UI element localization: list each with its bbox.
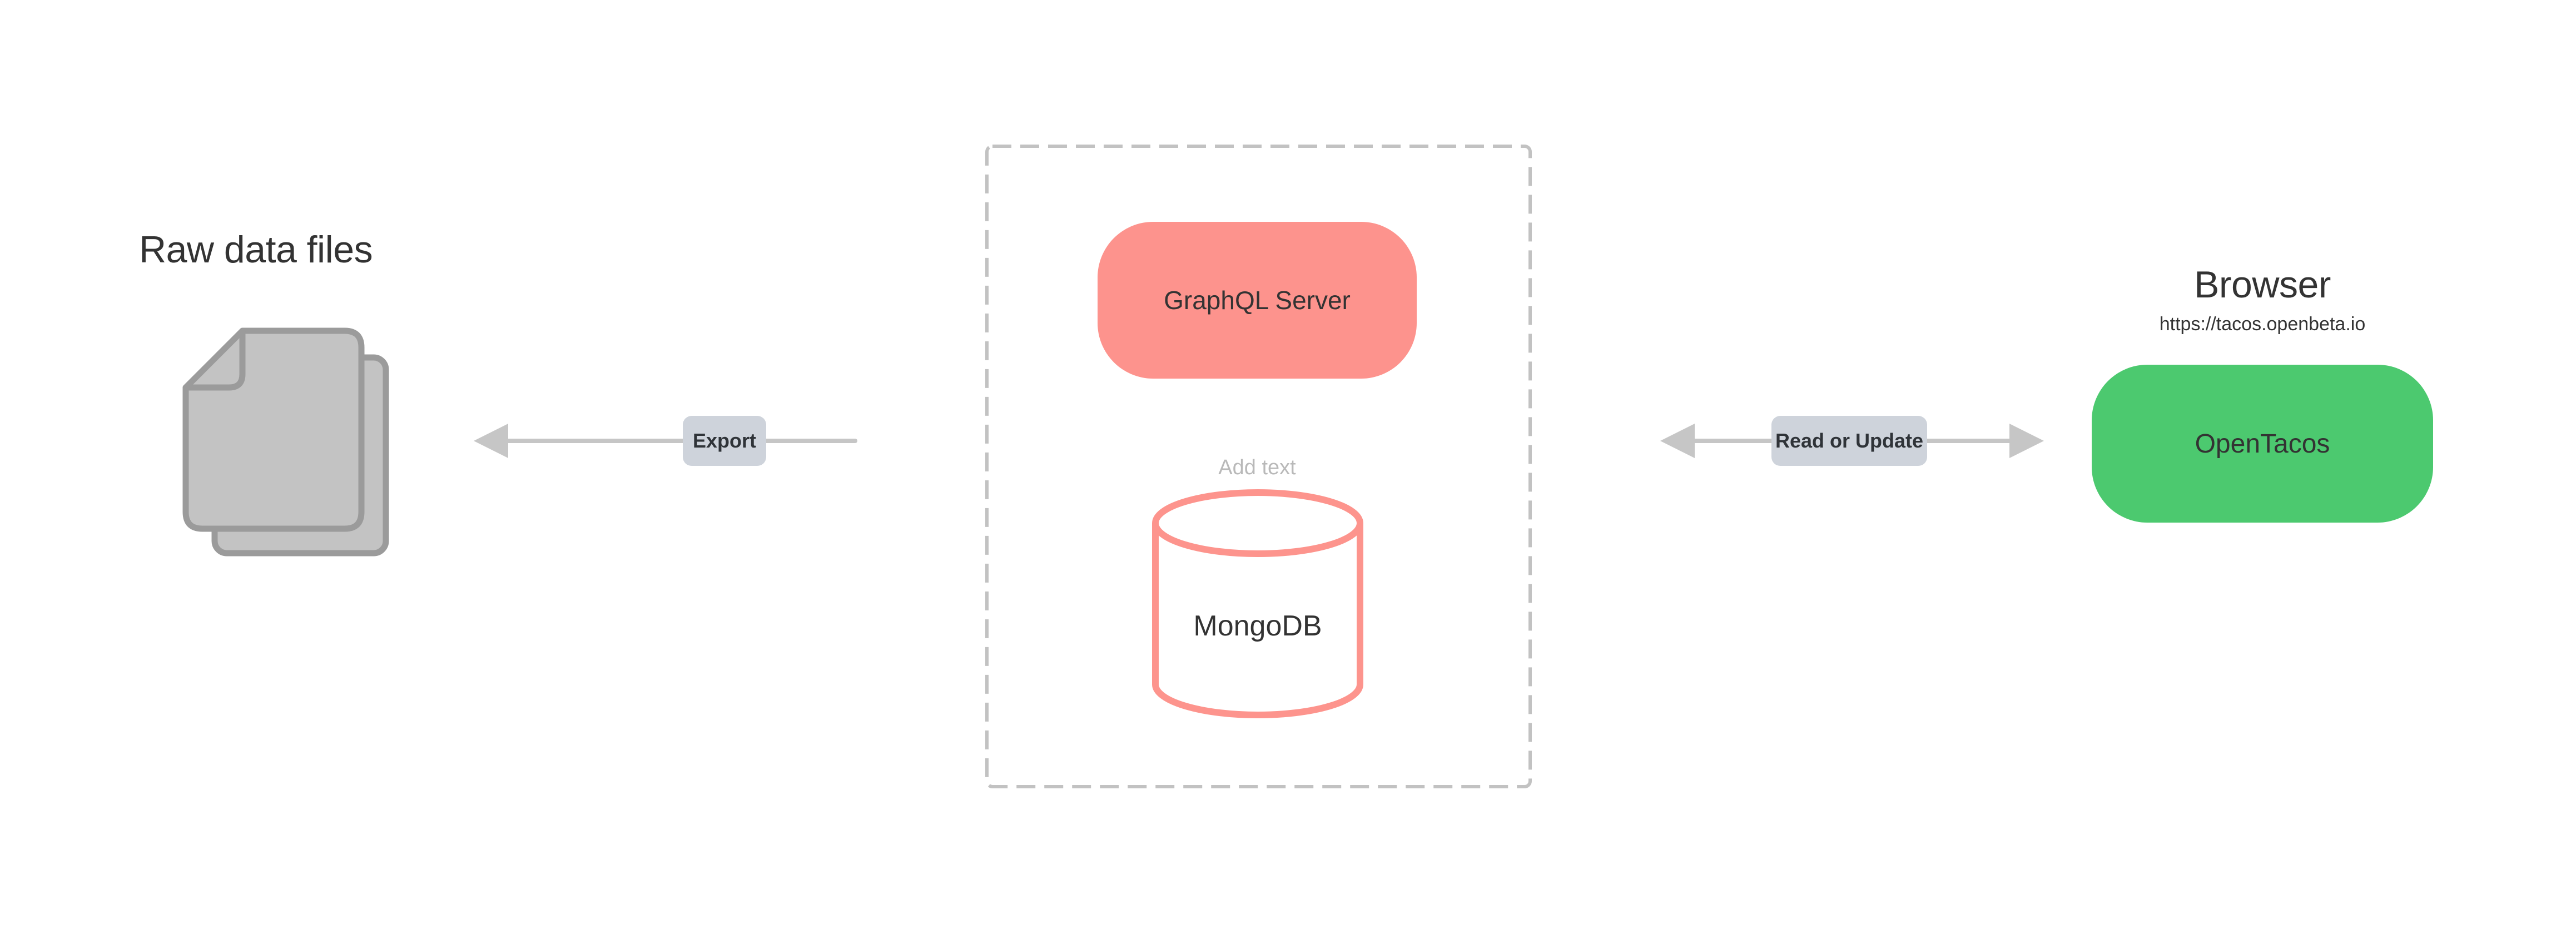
browser-url-label[interactable]: https://tacos.openbeta.io: [2159, 314, 2366, 335]
export-badge-label: Export: [692, 429, 756, 452]
page-fold-crease: [183, 329, 246, 391]
mongodb-cylinder-icon[interactable]: [1152, 489, 1363, 718]
documents-icon[interactable]: [178, 325, 395, 562]
graphql-server-label: GraphQL Server: [1164, 286, 1351, 315]
browser-label[interactable]: Browser: [2194, 264, 2331, 306]
cylinder-top: [1152, 489, 1363, 557]
graphql-server-node[interactable]: GraphQL Server: [1098, 222, 1417, 379]
raw-data-files-label[interactable]: Raw data files: [139, 228, 373, 271]
export-arrowhead: [474, 424, 508, 458]
export-arrow[interactable]: [474, 421, 857, 460]
read-update-arrowhead-left: [1660, 424, 1695, 458]
cylinder-body: [1152, 523, 1363, 718]
export-badge[interactable]: Export: [683, 416, 766, 466]
mongodb-label: MongoDB: [1193, 610, 1322, 642]
opentacos-node[interactable]: OpenTacos: [2092, 365, 2433, 523]
read-update-badge-label: Read or Update: [1775, 429, 1924, 452]
read-update-arrowhead-right: [2009, 424, 2044, 458]
front-page-shape: [182, 327, 365, 532]
opentacos-label: OpenTacos: [2195, 429, 2330, 459]
boundary-box-outline: [985, 145, 1532, 788]
boundary-box[interactable]: [985, 145, 1532, 788]
add-text-placeholder[interactable]: Add text: [1218, 456, 1296, 479]
read-update-badge[interactable]: Read or Update: [1771, 416, 1927, 466]
